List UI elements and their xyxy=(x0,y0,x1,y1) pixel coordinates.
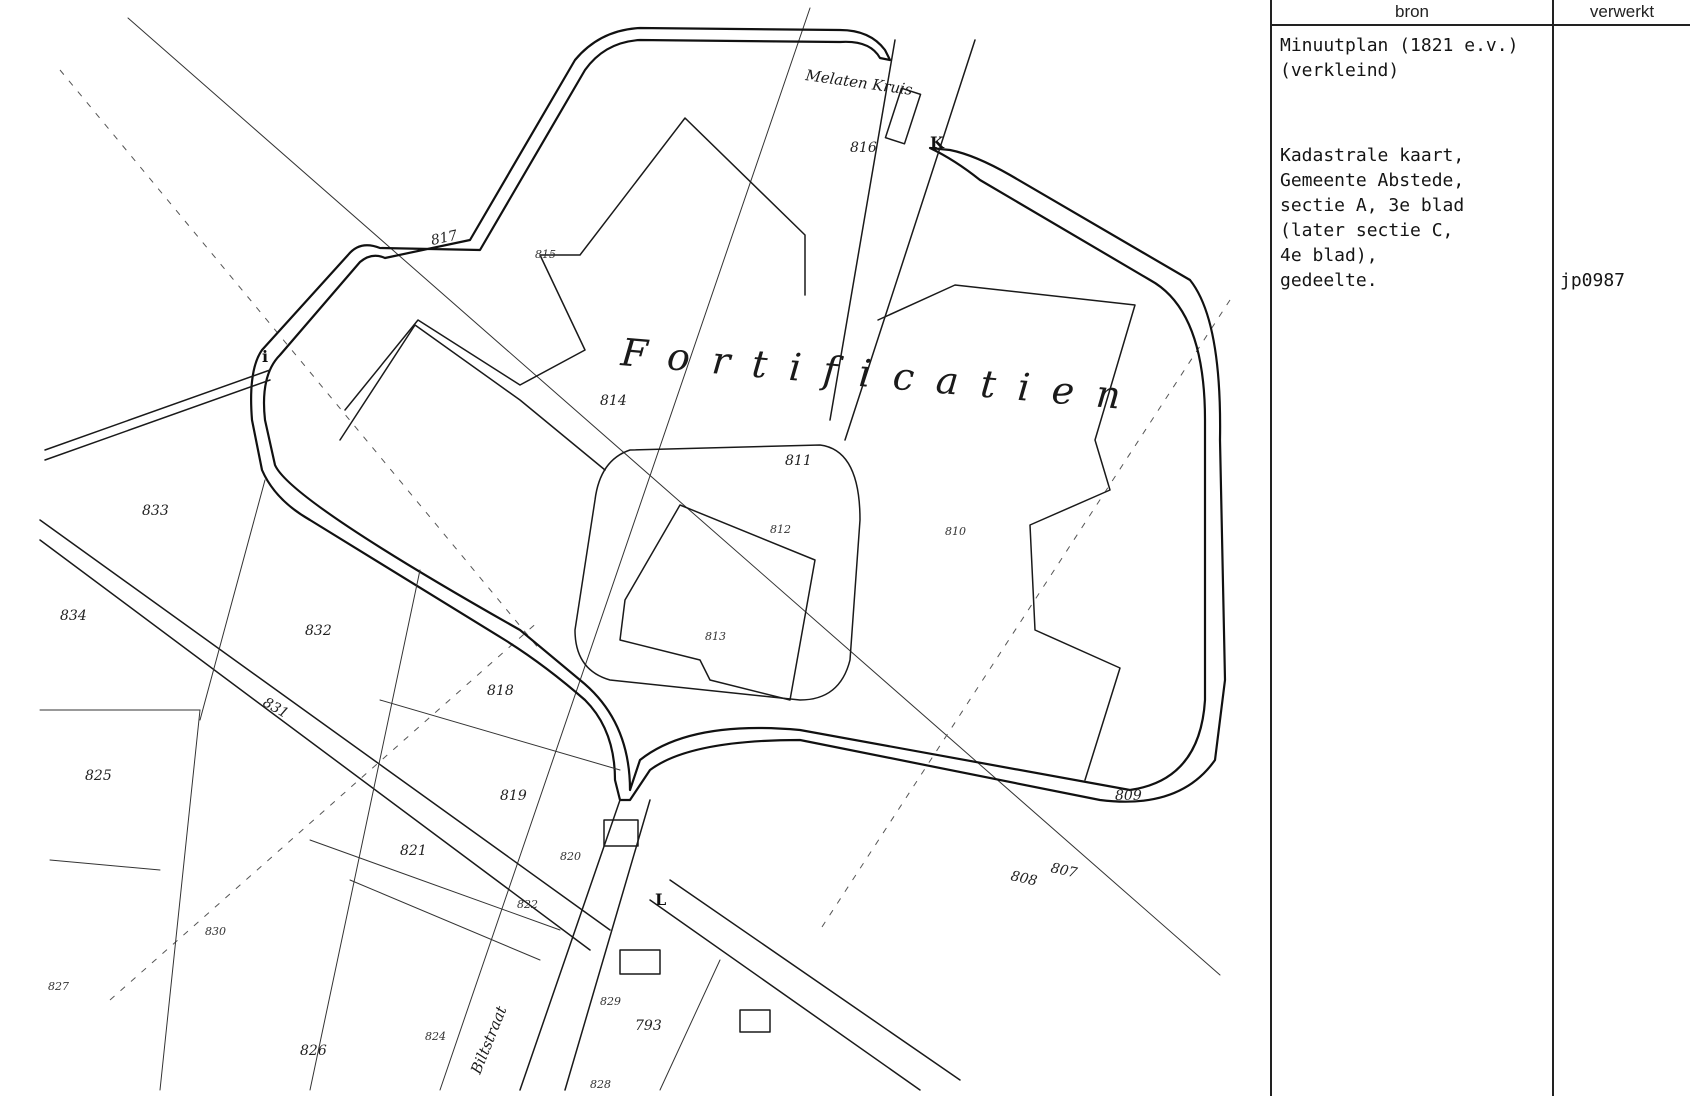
path-northwest-edge xyxy=(44,379,271,461)
building-south-2 xyxy=(739,1009,771,1033)
bron-line: Minuutplan (1821 e.v.) xyxy=(1280,35,1519,56)
fort-inner-west xyxy=(339,324,606,471)
road-north xyxy=(829,39,896,421)
parcel-boundary xyxy=(199,479,266,721)
parcel-boundary xyxy=(309,569,421,1091)
parcel-label: 822 xyxy=(517,898,538,911)
fort-bastion-east xyxy=(877,284,1136,781)
verwerkt-code: jp0987 xyxy=(1560,270,1626,291)
building-melaten xyxy=(884,87,922,145)
parcel-label: 807 xyxy=(1049,860,1079,881)
road-south-edge xyxy=(564,799,651,1091)
survey-line-dashed xyxy=(109,619,541,1001)
fort-redoubt-inner xyxy=(619,504,816,701)
road-south xyxy=(519,799,621,1091)
mark-k: K xyxy=(930,133,945,152)
cadastral-map: Fortificatien Melaten Kruis Biltstraat i… xyxy=(39,7,1231,1091)
parcel-label: 817 xyxy=(430,228,460,249)
parcel-label: 825 xyxy=(85,768,112,784)
parcel-label: 832 xyxy=(305,623,332,639)
parcel-label: 811 xyxy=(785,453,812,469)
bron-line: (verkleind) xyxy=(1280,60,1400,81)
parcel-label: 819 xyxy=(500,788,527,804)
header-bron: bron xyxy=(1394,2,1430,21)
parcel-boundary xyxy=(49,859,161,871)
parcel-label: 831 xyxy=(260,695,291,722)
survey-line-dashed xyxy=(59,69,541,651)
header-divider xyxy=(1270,24,1690,26)
building-gatehouse xyxy=(603,819,639,847)
fort-redoubt-outer xyxy=(574,444,861,701)
path-northwest xyxy=(44,369,271,451)
moat-outer xyxy=(250,26,1227,803)
parcel-label: 829 xyxy=(600,995,621,1008)
bron-line: 4e blad), xyxy=(1280,245,1378,266)
column-divider-middle xyxy=(1552,0,1554,1096)
road-north-edge xyxy=(844,39,976,441)
parcel-label: 815 xyxy=(535,248,556,261)
survey-line xyxy=(439,7,811,1091)
parcel-label: 834 xyxy=(60,608,87,624)
parcel-label: 816 xyxy=(850,140,877,156)
parcel-label: 809 xyxy=(1115,788,1142,804)
fortification-label: Fortificatien xyxy=(618,330,1144,420)
parcel-label: 813 xyxy=(705,630,726,643)
parcel-boundary xyxy=(379,699,621,771)
bron-line: (later sectie C, xyxy=(1280,220,1454,241)
parcel-label: 833 xyxy=(142,503,169,519)
parcel-boundary xyxy=(159,709,201,1091)
parcel-label: 818 xyxy=(487,683,514,699)
parcel-label: 828 xyxy=(590,1078,611,1091)
header-verwerkt: verwerkt xyxy=(1589,2,1655,21)
bron-line: sectie A, 3e blad xyxy=(1280,195,1465,216)
survey-line xyxy=(127,17,1221,976)
parcel-label: 830 xyxy=(205,925,226,938)
parcel-boundary xyxy=(659,959,721,1091)
parcel-label: 827 xyxy=(48,980,69,993)
road-east xyxy=(649,899,921,1091)
parcel-label: 821 xyxy=(400,843,427,859)
parcel-label: 826 xyxy=(300,1043,327,1059)
parcel-label: 808 xyxy=(1009,868,1039,889)
mark-l: L xyxy=(655,890,666,909)
parcel-label: 793 xyxy=(635,1018,662,1034)
road-west xyxy=(39,519,611,931)
parcel-label: 812 xyxy=(770,523,791,536)
parcel-label: 814 xyxy=(600,393,627,409)
melaten-kruis-label: Melaten Kruis xyxy=(803,66,914,99)
building-south-1 xyxy=(619,949,661,975)
bron-line: Gemeente Abstede, xyxy=(1280,170,1465,191)
mark-i: i xyxy=(262,347,268,366)
map-drawing: Fortificatien Melaten Kruis Biltstraat i… xyxy=(39,7,1231,1091)
bron-line: gedeelte. xyxy=(1280,270,1378,291)
parcel-label: 824 xyxy=(425,1030,446,1043)
parcel-boundary xyxy=(309,839,561,931)
road-east-edge xyxy=(669,879,961,1081)
parcel-label: 810 xyxy=(945,525,966,538)
source-register: bron verwerkt Minuutplan (1821 e.v.) (ve… xyxy=(1270,0,1690,1096)
column-divider-left xyxy=(1270,0,1272,1096)
bron-line: Kadastrale kaart, xyxy=(1280,145,1465,166)
parcel-boundary xyxy=(349,879,541,961)
fort-bastion-west xyxy=(344,117,806,411)
street-label: Biltstraat xyxy=(467,1003,511,1078)
road-west-edge xyxy=(39,539,591,951)
parcel-label: 820 xyxy=(560,850,581,863)
